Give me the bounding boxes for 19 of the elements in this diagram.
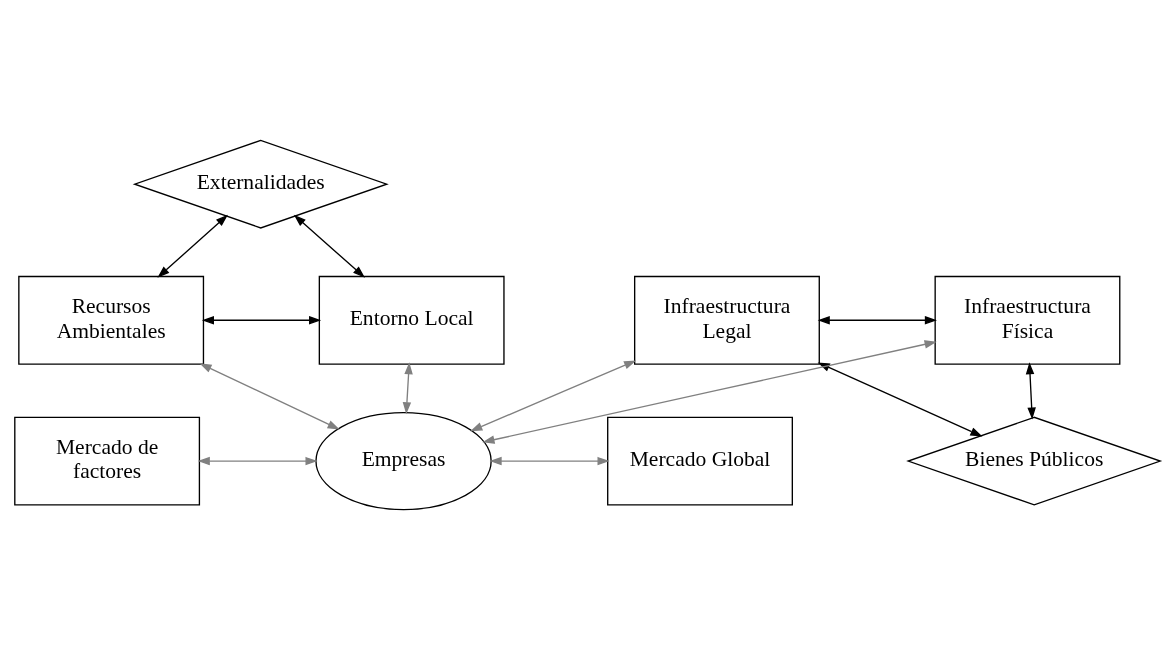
node-box: Recursos Ambientales bbox=[18, 275, 205, 365]
node-box: Mercado Global bbox=[607, 416, 793, 506]
node-ellipse: Empresas bbox=[315, 411, 492, 511]
arrow bbox=[470, 360, 637, 432]
arrow bbox=[293, 214, 365, 278]
node-box: Entorno Local bbox=[318, 275, 505, 365]
arrow bbox=[817, 316, 937, 325]
node-diamond: Bienes Públicos bbox=[906, 416, 1163, 506]
node-box: Infraestructura Física bbox=[934, 275, 1121, 365]
node-box: Mercado de factores bbox=[14, 416, 201, 506]
arrow bbox=[197, 456, 318, 466]
arrow bbox=[157, 214, 228, 278]
arrow bbox=[402, 362, 413, 415]
node-box: Infraestructura Legal bbox=[634, 275, 820, 365]
arrow bbox=[201, 316, 322, 325]
arrow bbox=[482, 340, 937, 444]
arrow bbox=[199, 363, 340, 430]
arrow bbox=[1025, 362, 1036, 420]
arrow bbox=[489, 456, 610, 466]
